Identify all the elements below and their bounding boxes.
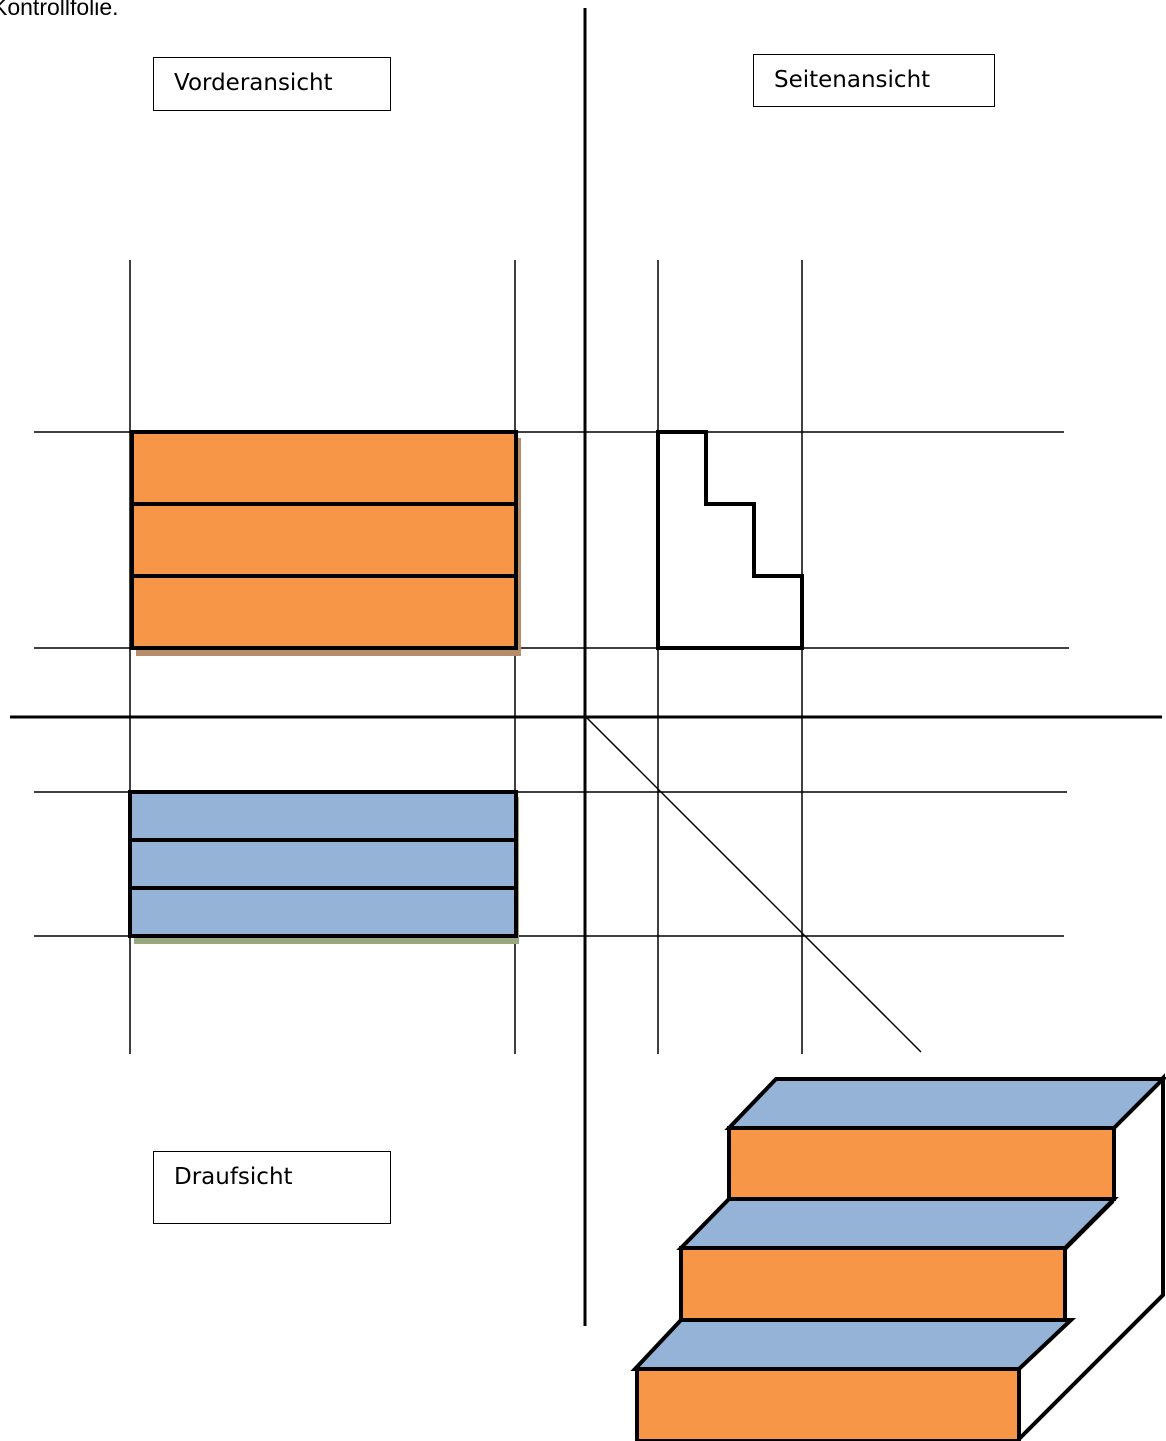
front-riser-top: [130, 430, 518, 506]
stair-tread-bottom: [630, 1318, 1077, 1371]
front-view-label-text: Vorderansicht: [174, 70, 333, 96]
side-view-label: Seitenansicht: [753, 54, 995, 107]
front-view-label: Vorderansicht: [153, 57, 391, 111]
top-view-label: Draufsicht: [153, 1151, 391, 1224]
staircase-3d: [630, 1073, 1166, 1441]
top-tread-back: [128, 790, 518, 842]
stair-riser-middle: [679, 1246, 1067, 1322]
front-view: [130, 430, 521, 656]
side-view-profile: [656, 430, 804, 650]
top-view: [128, 790, 519, 944]
top-view-label-text: Draufsicht: [174, 1164, 293, 1190]
top-tread-front: [128, 886, 518, 938]
front-riser-middle: [130, 502, 518, 578]
front-riser-bottom: [130, 574, 518, 650]
side-view-label-text: Seitenansicht: [774, 67, 931, 93]
diagonal-45-line: [585, 716, 922, 1053]
sheet-heading: Kontrollfolie.: [0, 0, 119, 20]
top-tread-middle: [128, 838, 518, 890]
stair-riser-top: [727, 1126, 1116, 1201]
stair-riser-bottom: [635, 1367, 1021, 1441]
stair-tread-top: [724, 1077, 1166, 1130]
stair-tread-middle: [676, 1197, 1119, 1250]
main-axes: [10, 8, 1162, 1326]
